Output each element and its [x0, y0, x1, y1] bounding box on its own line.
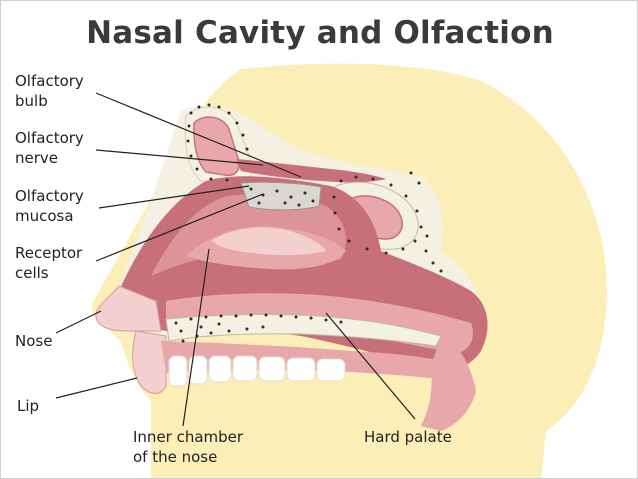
nasal-turbinate-inner: [211, 227, 326, 256]
hard-palate-bone: [165, 314, 442, 347]
label-inner-chamber: Inner chamber of the nose: [133, 427, 243, 467]
label-receptor-cells-line1: Receptor: [15, 244, 83, 262]
olfactory-mucosa-patch: [240, 181, 322, 211]
soft-palate: [421, 336, 476, 431]
label-lip: Lip: [17, 397, 40, 415]
leader-inner-chamber: [182, 248, 210, 427]
label-olfactory-mucosa-line1: Olfactory: [15, 187, 84, 205]
leader-olfactory-mucosa: [98, 185, 250, 209]
label-olfactory-mucosa: Olfactory mucosa: [15, 186, 84, 226]
label-olfactory-mucosa-line2: mucosa: [15, 207, 74, 225]
bone-speckles: [174, 103, 443, 343]
label-olfactory-bulb: Olfactory bulb: [15, 71, 84, 111]
label-receptor-cells: Receptor cells: [15, 243, 82, 283]
frontal-sinus: [193, 116, 241, 177]
leader-olfactory-bulb: [95, 92, 302, 178]
label-hard-palate: Hard palate: [364, 428, 452, 446]
leader-receptor-cells: [95, 193, 264, 262]
leader-lines: [55, 92, 416, 427]
label-inner-chamber-line2: of the nose: [133, 448, 218, 466]
leader-nose: [55, 310, 102, 334]
upper-lip: [132, 330, 167, 394]
label-receptor-cells-line2: cells: [15, 264, 49, 282]
label-olfactory-bulb-line2: bulb: [15, 92, 48, 110]
diagram-title: Nasal Cavity and Olfaction: [86, 15, 554, 51]
upper-teeth: [168, 355, 346, 387]
leader-lip: [55, 377, 138, 399]
label-olfactory-nerve-line2: nerve: [15, 149, 59, 167]
leader-olfactory-nerve: [95, 149, 264, 166]
label-olfactory-nerve-line1: Olfactory: [15, 129, 84, 147]
label-olfactory-bulb-line1: Olfactory: [15, 72, 84, 90]
external-nose: [95, 285, 162, 332]
label-inner-chamber-line1: Inner chamber: [133, 428, 244, 446]
label-nose: Nose: [15, 332, 53, 350]
leader-hard-palate: [325, 312, 416, 420]
label-olfactory-nerve: Olfactory nerve: [15, 128, 84, 168]
olfactory-bulb-shape: [236, 159, 386, 183]
